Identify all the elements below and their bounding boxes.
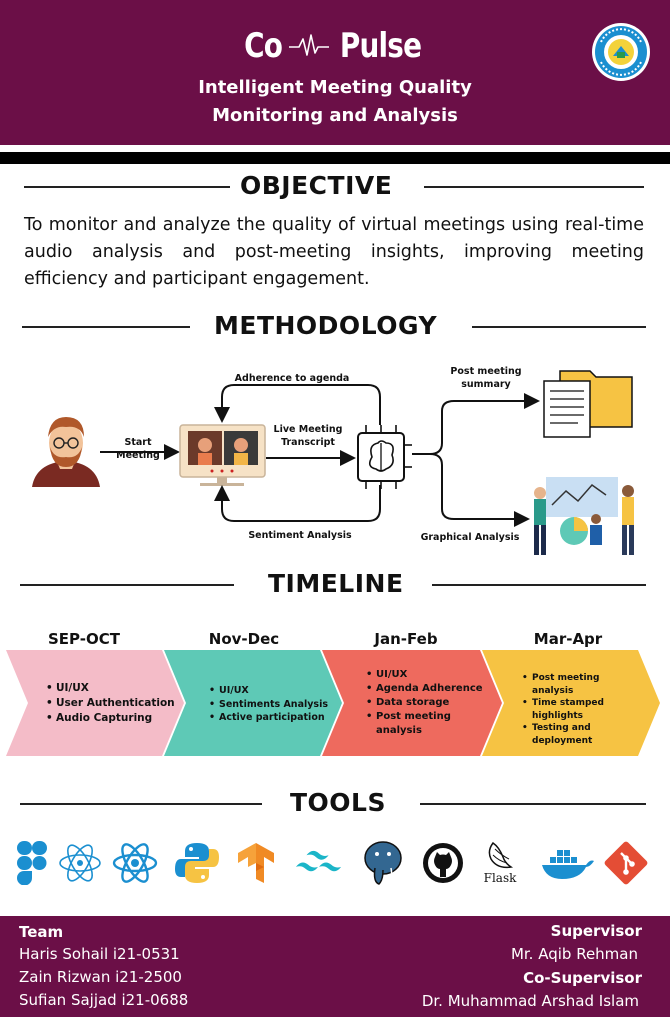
python-icon bbox=[172, 838, 222, 888]
tools-rule-right bbox=[420, 803, 646, 805]
cosupervisor-label: Co-Supervisor bbox=[523, 969, 642, 987]
timeline-title: TIMELINE bbox=[268, 569, 404, 598]
team-member: Sufian Sajjad i21-0688 bbox=[19, 991, 189, 1009]
phase-3-title: Jan-Feb bbox=[374, 630, 438, 648]
objective-title: OBJECTIVE bbox=[240, 171, 393, 200]
tensorflow-icon bbox=[231, 838, 281, 888]
analytics-team-icon bbox=[534, 477, 634, 555]
team-member: Haris Sohail i21-0531 bbox=[19, 945, 180, 963]
methodology-diagram bbox=[32, 370, 634, 555]
label-start-meeting: Start Meeting bbox=[116, 437, 160, 461]
phase-3-item: Data storage bbox=[366, 696, 486, 710]
label-summary-line-2: summary bbox=[461, 379, 511, 390]
phase-4-list: Post meeting analysis Time stamped highl… bbox=[522, 672, 640, 747]
flask-label: Flask bbox=[483, 871, 517, 885]
timeline-rule-right bbox=[432, 584, 646, 586]
documents-folder-icon bbox=[543, 370, 633, 438]
objective-text: To monitor and analyze the quality of vi… bbox=[24, 215, 644, 289]
flask-icon: Flask bbox=[475, 838, 525, 888]
phase-4-item: Testing and deployment bbox=[522, 722, 598, 747]
label-transcript-line-1: Live Meeting bbox=[273, 424, 343, 435]
label-summary: Post meeting summary bbox=[446, 365, 526, 391]
person-avatar-icon bbox=[32, 417, 100, 487]
footer: Team Haris Sohail i21-0531 Zain Rizwan i… bbox=[0, 916, 670, 1017]
university-seal-icon bbox=[592, 23, 650, 81]
brand-left: Co bbox=[244, 26, 283, 66]
label-adherence: Adherence to agenda bbox=[234, 373, 350, 384]
label-transcript: Live Meeting Transcript bbox=[270, 423, 346, 449]
tailwind-icon bbox=[294, 838, 344, 888]
phase-2-list: UI/UX Sentiments Analysis Active partici… bbox=[209, 684, 339, 725]
brand-right: Pulse bbox=[339, 26, 422, 66]
supervisor-label: Supervisor bbox=[550, 922, 642, 940]
label-summary-line-1: Post meeting bbox=[450, 366, 522, 377]
brand-logo: Co Pulse bbox=[0, 24, 670, 68]
phase-4-title: Mar-Apr bbox=[533, 630, 603, 648]
timeline-rule-left bbox=[20, 584, 234, 586]
figma-icon bbox=[7, 838, 57, 888]
methodology-title: METHODOLOGY bbox=[214, 311, 438, 340]
team-member: Zain Rizwan i21-2500 bbox=[19, 968, 182, 986]
phase-2-item: UI/UX bbox=[209, 684, 339, 698]
phase-3-list: UI/UX Agenda Adherence Data storage Post… bbox=[366, 668, 486, 738]
phase-2-title: Nov-Dec bbox=[208, 630, 280, 648]
github-icon bbox=[418, 838, 468, 888]
git-icon bbox=[601, 838, 651, 888]
react-icon bbox=[110, 838, 160, 888]
tools-rule-left bbox=[20, 803, 262, 805]
header-banner: Co Pulse Intelligent Meeting Quality Mon… bbox=[0, 0, 670, 145]
label-sentiment: Sentiment Analysis bbox=[248, 530, 352, 541]
phase-1-title: SEP-OCT bbox=[48, 630, 120, 648]
postgresql-icon bbox=[358, 838, 408, 888]
phase-1-item: UI/UX bbox=[46, 681, 186, 696]
supervisor-name: Mr. Aqib Rehman bbox=[510, 945, 638, 963]
objective-rule-left bbox=[24, 186, 230, 188]
phase-3-item: Agenda Adherence bbox=[366, 682, 486, 696]
electron-icon bbox=[55, 838, 105, 888]
cosupervisor-name: Dr. Muhammad Arshad Islam bbox=[421, 992, 639, 1010]
docker-icon bbox=[540, 838, 594, 888]
methodology-rule-left bbox=[22, 326, 190, 328]
phase-4-item: Post meeting analysis bbox=[522, 672, 640, 697]
phase-4-item: Time stamped highlights bbox=[522, 697, 608, 722]
phase-3-item: UI/UX bbox=[366, 668, 486, 682]
phase-1-list: UI/UX User Authentication Audio Capturin… bbox=[46, 681, 186, 726]
tools-title: TOOLS bbox=[290, 788, 386, 817]
subtitle-line-2: Monitoring and Analysis bbox=[212, 105, 458, 126]
video-meeting-icon bbox=[179, 424, 266, 486]
subtitle: Intelligent Meeting Quality Monitoring a… bbox=[0, 74, 670, 130]
phase-2-item: Sentiments Analysis bbox=[209, 698, 339, 712]
phase-2-item: Active participation bbox=[209, 711, 339, 725]
label-graphical: Graphical Analysis bbox=[420, 532, 520, 543]
ai-brain-chip-icon bbox=[357, 425, 412, 489]
phase-1-item: Audio Capturing bbox=[46, 711, 186, 726]
subtitle-line-1: Intelligent Meeting Quality bbox=[198, 77, 472, 98]
header-divider bbox=[0, 145, 670, 164]
objective-rule-right bbox=[424, 186, 644, 188]
label-transcript-line-2: Transcript bbox=[281, 437, 335, 448]
methodology-rule-right bbox=[472, 326, 646, 328]
phase-3-item: Post meeting analysis bbox=[366, 710, 456, 738]
phase-1-item: User Authentication bbox=[46, 696, 186, 711]
pulse-icon bbox=[288, 34, 329, 56]
team-label: Team bbox=[19, 923, 64, 941]
